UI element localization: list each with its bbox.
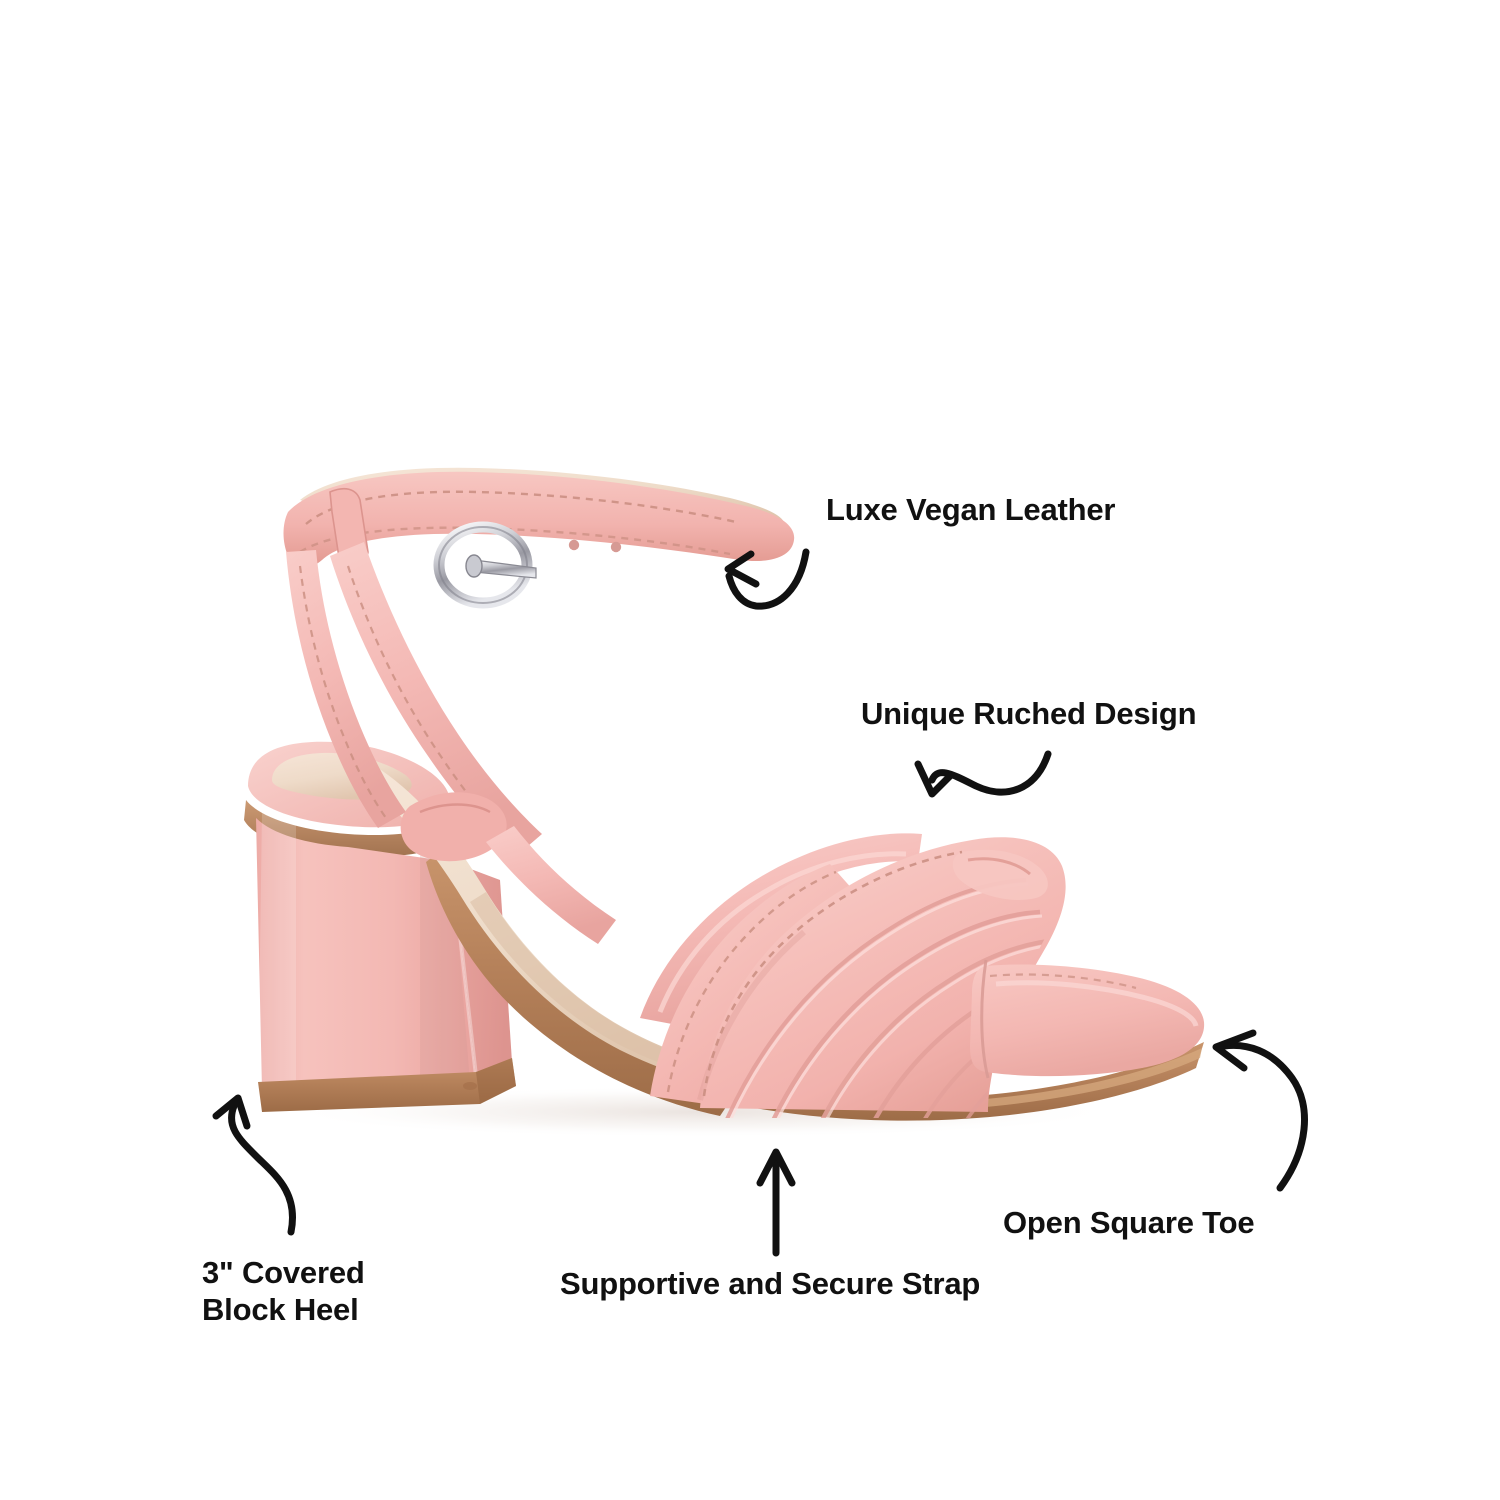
strap-fold-tab [400, 792, 507, 862]
arrow-unique-ruched-design-head [914, 760, 954, 798]
arrow-luxe-vegan-leather-head [724, 550, 760, 588]
block-heel-label-line-2: Block Heel [202, 1291, 359, 1327]
vamp-toe-seam [980, 959, 990, 1079]
callout-label-luxe-vegan-leather: Luxe Vegan Leather [826, 492, 1116, 527]
vamp-side-stitch [666, 870, 837, 1093]
quarter-straps [286, 542, 616, 944]
arrow-luxe-vegan-leather [725, 548, 810, 610]
buckle-ring-inner-shade [438, 526, 528, 604]
arrow-supportive-strap-head [756, 1148, 796, 1187]
heel-tap-nub [463, 1082, 477, 1090]
buckle-prong-pivot [465, 554, 483, 578]
callout-arrows [212, 548, 1308, 1257]
heel-base-tap [258, 1058, 516, 1112]
quarter-strap-to-sole [486, 826, 616, 944]
arrow-open-square-toe-head [1212, 1029, 1257, 1072]
callout-label-unique-ruched-design: Unique Ruched Design [861, 696, 1197, 731]
diagonal-quarter-strap [330, 542, 542, 858]
toe-plate [970, 964, 1205, 1077]
heel-base-shade [476, 1058, 516, 1104]
strap-hole [610, 541, 622, 553]
rear-strap [286, 550, 406, 828]
heel-front-face [256, 818, 476, 1090]
callout-label-supportive-secure-strap: Supportive and Secure Strap [560, 1266, 981, 1301]
buckle [433, 521, 537, 609]
arrow-unique-ruched-design [928, 750, 1052, 796]
arrow-block-heel [228, 1102, 296, 1236]
strap-hole [568, 539, 580, 551]
callout-label-open-square-toe: Open Square Toe [1003, 1205, 1255, 1240]
strap-fold-crease [419, 803, 491, 814]
block-heel-label-line-1: 3" Covered [202, 1255, 365, 1290]
toe-plate-highlight [995, 980, 1199, 1027]
toe-plate-stitch [989, 973, 1137, 990]
rear-strap-stitch [298, 565, 387, 819]
arrow-open-square-toe [1220, 1041, 1308, 1192]
toe-strap-assembly [640, 833, 1205, 1118]
vamp-edge-stitch [702, 850, 963, 1097]
arrow-block-heel-head [212, 1094, 251, 1130]
ankle-strap-assembly [283, 467, 795, 609]
rolled-toe-strap-highlight [657, 851, 907, 1013]
